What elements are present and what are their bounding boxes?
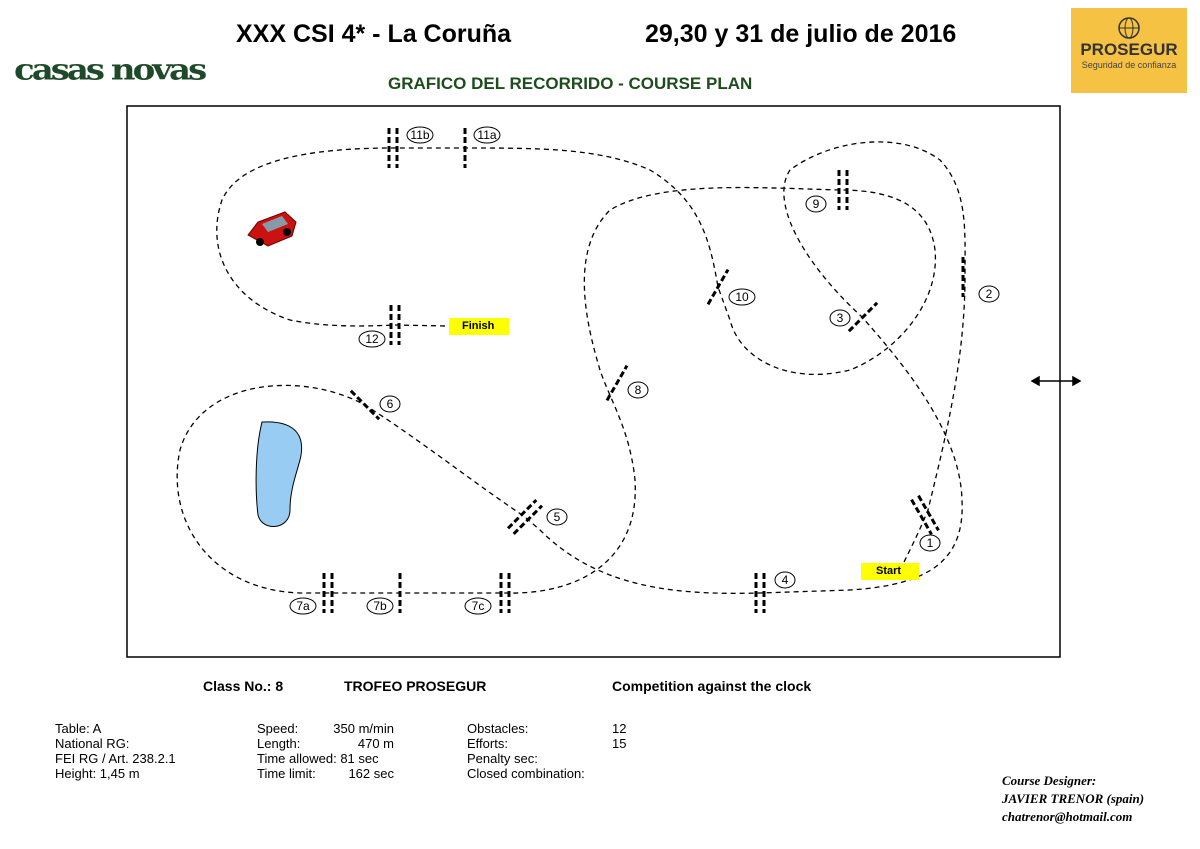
obstacle-number-badge	[366, 597, 394, 615]
obstacle-number: 11b	[410, 128, 429, 142]
obstacle-7c	[499, 573, 511, 613]
obstacle-number: 8	[635, 383, 642, 397]
event-dates: 29,30 y 31 de julio de 2016	[645, 20, 957, 48]
obstacle-8	[605, 364, 629, 402]
finish-marker	[449, 318, 509, 335]
obstacle-number: 1	[927, 536, 934, 550]
obstacle-number: 12	[365, 332, 379, 346]
obstacle-9	[837, 170, 849, 210]
obstacle-12	[389, 305, 401, 345]
obstacle-number: 2	[986, 287, 993, 301]
globe-icon	[1118, 17, 1140, 39]
obstacle-number-badge	[379, 395, 401, 413]
car-icon	[247, 211, 297, 247]
prosegur-tagline: Seguridad de confianza	[1081, 60, 1177, 70]
obstacle-3	[847, 301, 879, 333]
obstacle-number: 6	[387, 397, 394, 411]
obstacle-number: 11a	[477, 128, 496, 142]
obstacle-number: 9	[813, 197, 820, 211]
obstacle-number: 7b	[373, 599, 387, 613]
obstacle-1	[910, 494, 940, 536]
casas-novas-logo: casas novas	[14, 53, 207, 87]
obstacle-5	[506, 498, 544, 536]
obstacle-number: 7a	[296, 599, 310, 613]
obstacle-10	[706, 268, 730, 306]
obstacle-11b	[387, 128, 399, 168]
obstacle-number: 5	[554, 510, 561, 524]
obstacle-number-badge	[774, 571, 796, 589]
prosegur-name: PROSEGUR	[1080, 40, 1178, 59]
obstacle-number-badge	[464, 597, 492, 615]
event-title: XXX CSI 4* - La Coruña	[236, 20, 512, 48]
table-info: Table: A	[55, 721, 102, 736]
obstacle-6	[349, 389, 381, 421]
fei-rg: FEI RG / Art. 238.2.1	[55, 751, 176, 766]
obstacle-number-badge	[978, 285, 1000, 303]
obstacle-number-badge	[546, 508, 568, 526]
course-designer: Course Designer:JAVIER TRENOR (spain)cha…	[1002, 773, 1145, 824]
water-jump	[255, 421, 303, 527]
page-subtitle: GRAFICO DEL RECORRIDO - COURSE PLAN	[388, 74, 753, 93]
start-label: Start	[876, 565, 902, 577]
class-number: Class No.: 8	[203, 678, 284, 694]
obstacle-number-badge	[829, 309, 851, 327]
obstacle-number-badge	[473, 126, 501, 144]
obstacle-number-badge	[358, 330, 386, 348]
obstacle-4	[754, 573, 766, 613]
obstacle-number: 3	[837, 311, 844, 325]
finish-label: Finish	[462, 320, 495, 332]
obstacle-number: 4	[782, 573, 789, 587]
obstacle-number-badge	[406, 126, 434, 144]
prosegur-logo: PROSEGUR Seguridad de confianza	[1071, 8, 1187, 93]
start-marker	[861, 563, 919, 580]
obstacle-number: 7c	[472, 599, 485, 613]
obstacle-number-badge	[627, 381, 649, 399]
designer-email[interactable]: chatrenor@hotmail.com	[1002, 809, 1133, 824]
obstacle-number-badge	[289, 597, 317, 615]
obstacle-number-badge	[728, 288, 756, 306]
obstacle-7a	[322, 573, 334, 613]
obstacle-number: 10	[735, 290, 749, 304]
arena-border	[126, 105, 1061, 658]
trophy-name: TROFEO PROSEGUR	[344, 678, 487, 694]
obstacle-number-badge	[919, 534, 941, 552]
height-info: Height: 1,45 m	[55, 766, 140, 781]
competition-type: Competition against the clock	[612, 678, 812, 694]
course-route	[176, 141, 966, 594]
direction-arrow-icon	[1030, 375, 1082, 387]
national-rg: National RG:	[55, 736, 130, 751]
obstacle-labels: Obstacles:Efforts:Penalty sec:Closed com…	[467, 721, 585, 781]
obstacle-number-badge	[805, 195, 827, 213]
